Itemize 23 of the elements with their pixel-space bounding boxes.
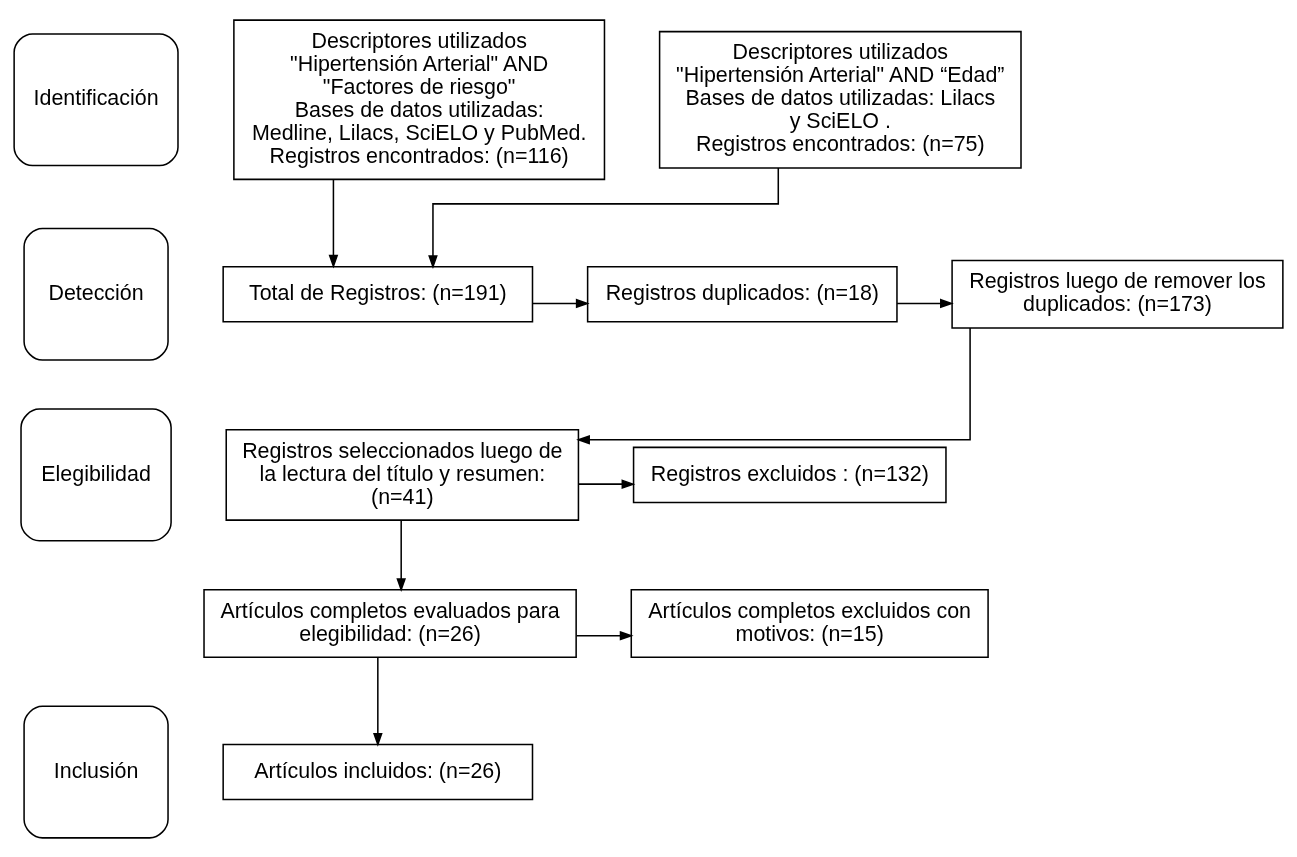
node-box: Inclusión bbox=[23, 704, 169, 839]
node-box: Registros excluidos : (n=132) bbox=[632, 446, 947, 503]
node-box: Descriptores utilizados "Hipertensión Arterial" AND “Edad” Bases de datos utilizadas: Lilacs y SciELO . Registros encontrados: (n=75) bbox=[658, 30, 1022, 169]
arrow bbox=[428, 166, 780, 269]
arrow bbox=[373, 655, 383, 747]
node-box: Artículos completos excluidos con motivos: (n=15) bbox=[630, 588, 989, 658]
arrow bbox=[532, 298, 590, 308]
arrow bbox=[328, 178, 339, 269]
node-box: Descriptores utilizados "Hipertensión Arterial" AND "Factores de riesgo" Bases de datos utilizadas: Medline, Lilacs, SciELO y PubMed. Registros encontrados: (n=116) bbox=[233, 18, 606, 180]
arrow bbox=[577, 478, 636, 489]
arrow bbox=[575, 630, 634, 641]
node-box: Elegibilidad bbox=[20, 407, 172, 542]
arrow bbox=[896, 298, 954, 308]
node-box: Total de Registros: (n=191) bbox=[222, 265, 534, 323]
node-box: Identificación bbox=[13, 32, 179, 166]
node-box: Registros seleccionados luego de la lectura del título y resumen: (n=41) bbox=[225, 428, 580, 521]
node-box: Detección bbox=[23, 227, 169, 361]
node-box: Registros luego de remover los duplicados: (n=173) bbox=[951, 259, 1284, 329]
arrow bbox=[576, 326, 971, 445]
node-box: Registros duplicados: (n=18) bbox=[586, 265, 898, 323]
node-box: Artículos incluidos: (n=26) bbox=[222, 743, 534, 800]
node-box: Artículos completos evaluados para elegibilidad: (n=26) bbox=[203, 588, 577, 658]
arrow bbox=[396, 519, 406, 592]
